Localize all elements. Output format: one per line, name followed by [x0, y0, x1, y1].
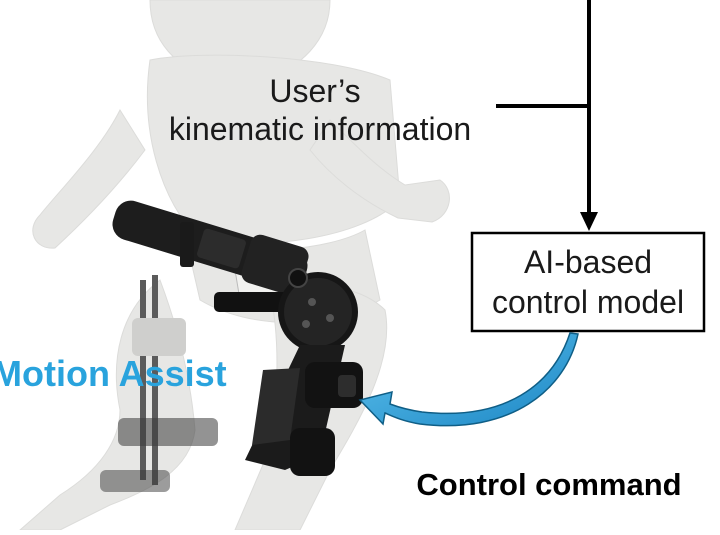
motion-assist-label: Motion Assist	[0, 353, 227, 394]
ai-control-model-box	[470, 231, 706, 333]
ai-box-label-line1: AI-based	[524, 244, 652, 280]
ai-box-label-line2: control model	[492, 284, 684, 320]
control-command-arrow	[358, 332, 579, 427]
kinematic-connector	[496, 0, 591, 214]
control-command-label: Control command	[416, 467, 681, 502]
knee-exoskeleton-device	[112, 200, 363, 476]
leg-support-frame	[100, 275, 218, 492]
kinematic-label-line1: User’s	[269, 73, 360, 109]
down-arrowhead-icon	[580, 212, 598, 231]
kinematic-label-line2: kinematic information	[169, 111, 471, 147]
